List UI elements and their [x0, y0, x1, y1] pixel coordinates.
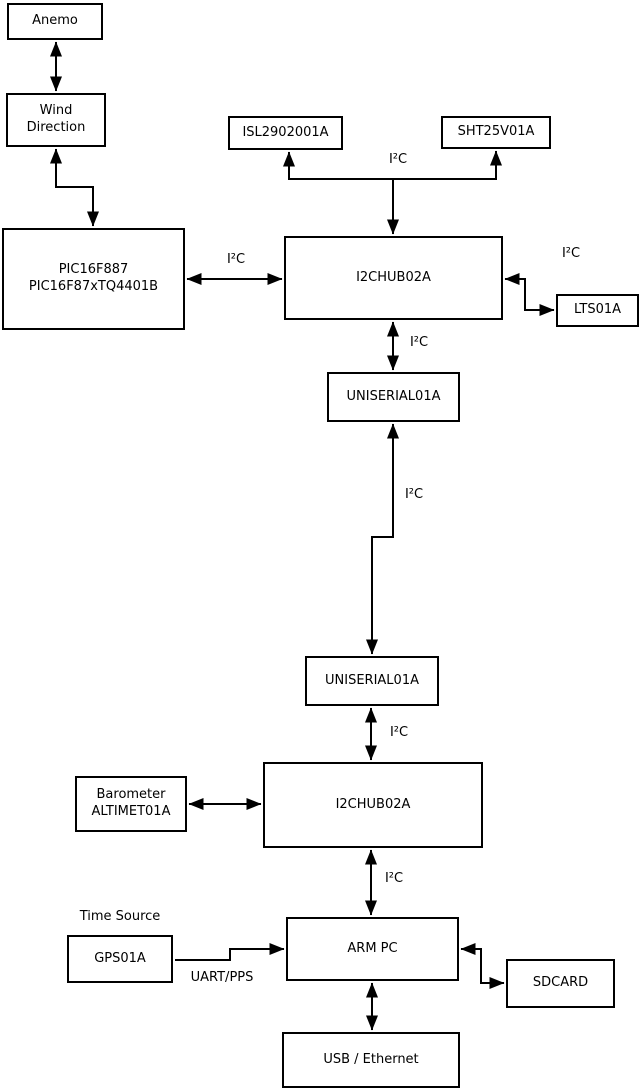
node-pic16f887-label-line2: PIC16F87xTQ4401B — [28, 279, 159, 294]
node-i2chub02a-2: I2CHUB02A — [263, 762, 483, 848]
node-sdcard-label: SDCARD — [532, 975, 589, 991]
node-gps01a-label: GPS01A — [94, 950, 146, 966]
node-barometer-altimet01a: Barometer ALTIMET01A — [75, 776, 187, 832]
node-barometer-label-line1: Barometer — [96, 787, 166, 803]
bus-label-i2c-hub1-uniserial1: I²C — [409, 335, 429, 350]
node-i2chub02a-1-label: I2CHUB02A — [356, 269, 431, 285]
node-pic16f887: PIC16F887 PIC16F87xTQ4401B — [2, 228, 185, 330]
node-anemo: Anemo — [7, 3, 103, 40]
node-anemo-label: Anemo — [32, 13, 78, 29]
node-usb-ethernet-label: USB / Ethernet — [323, 1051, 419, 1067]
label-time-source: Time Source — [79, 909, 161, 924]
node-sht25v01a-label: SHT25V01A — [457, 124, 535, 140]
label-uart-pps: UART/PPS — [190, 970, 254, 985]
bus-label-i2c-hub2-armpc: I²C — [384, 871, 404, 886]
node-uniserial01a-2-label: UNISERIAL01A — [325, 672, 419, 688]
node-arm-pc-label: ARM PC — [347, 940, 398, 956]
node-arm-pc: ARM PC — [286, 917, 459, 981]
bus-label-i2c-pic-hub1: I²C — [226, 252, 246, 267]
node-uniserial01a-1-label: UNISERIAL01A — [346, 388, 441, 404]
node-lts01a-label: LTS01A — [573, 302, 622, 318]
node-isl2902001a-label: ISL2902001A — [242, 124, 329, 140]
node-pic16f887-label-line1: PIC16F887 — [58, 262, 129, 278]
bus-label-i2c-uniserial-link: I²C — [404, 487, 424, 502]
node-sdcard: SDCARD — [506, 959, 615, 1008]
bus-label-i2c-uniserial2-hub2: I²C — [389, 725, 409, 740]
node-usb-ethernet: USB / Ethernet — [282, 1032, 460, 1088]
node-i2chub02a-1: I2CHUB02A — [284, 236, 503, 320]
node-uniserial01a-2: UNISERIAL01A — [305, 656, 439, 706]
node-i2chub02a-2-label: I2CHUB02A — [335, 796, 411, 812]
edge-armpc-sdcard — [460, 943, 505, 989]
node-lts01a: LTS01A — [556, 294, 639, 327]
edge-wind-pic — [50, 148, 99, 227]
edge-uniserial1-uniserial2 — [366, 423, 399, 655]
edge-gps-armpc — [175, 943, 285, 961]
node-isl2902001a: ISL2902001A — [228, 116, 343, 150]
bus-label-i2c-lts: I²C — [561, 246, 581, 261]
edge-hub1-lts — [504, 273, 555, 316]
bus-label-i2c-sensors: I²C — [388, 152, 408, 167]
node-wind-direction: Wind Direction — [6, 93, 106, 147]
node-uniserial01a-1: UNISERIAL01A — [327, 372, 460, 422]
node-gps01a: GPS01A — [67, 935, 173, 983]
node-barometer-label-line2: ALTIMET01A — [91, 804, 171, 819]
node-wind-direction-label-line2: Direction — [26, 120, 86, 135]
node-sht25v01a: SHT25V01A — [441, 116, 551, 149]
node-wind-direction-label-line1: Wind — [39, 103, 73, 119]
